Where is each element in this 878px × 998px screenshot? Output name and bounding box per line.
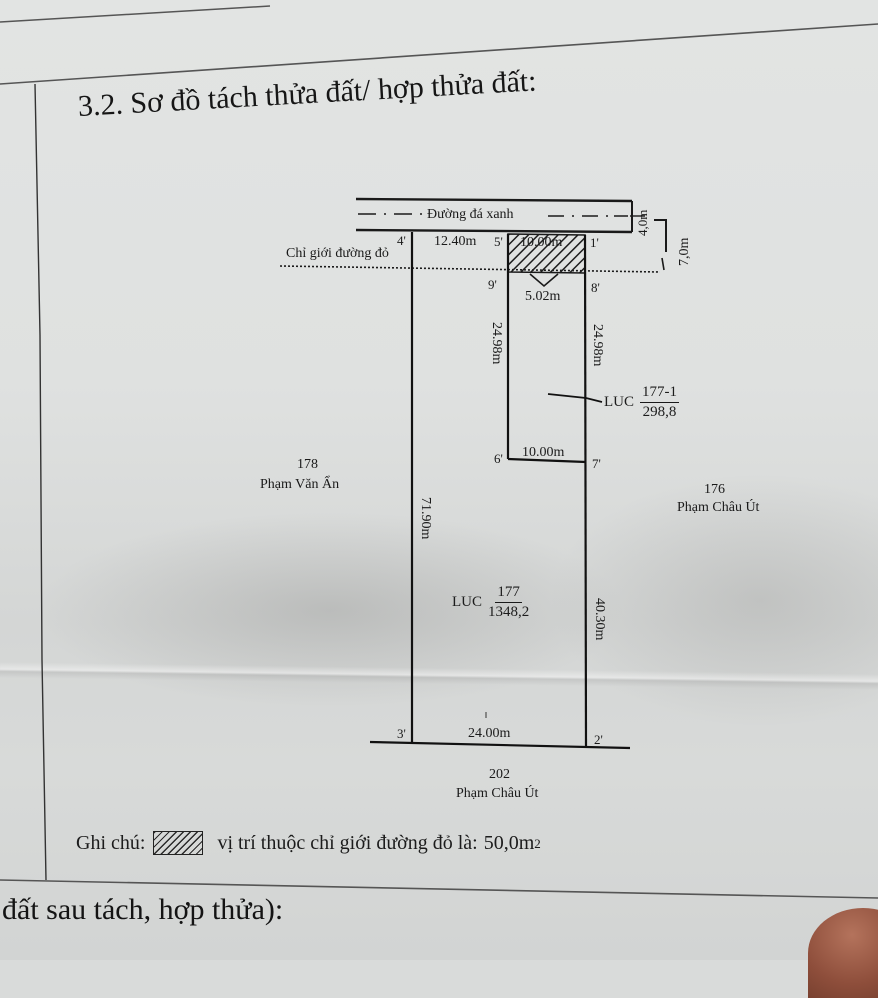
point-7-label: 7' <box>592 456 601 471</box>
hatch-swatch-icon <box>153 831 204 855</box>
neighbor-east-owner: Phạm Châu Út <box>677 500 760 515</box>
dim-5-1: 10.00m <box>520 235 563 250</box>
frame-line-left <box>34 83 47 881</box>
road-name-label: Đường đá xanh <box>427 207 514 222</box>
frame-line-top-left <box>0 5 271 23</box>
road-width-label: 4,0m <box>635 209 650 236</box>
parcel-area: 298,8 <box>642 404 677 420</box>
neighbor-west-owner: Phạm Văn Ẩn <box>260 477 340 492</box>
neighbor-west-number: 178 <box>297 457 318 472</box>
point-5-label: 5' <box>494 234 503 249</box>
land-type: LUC <box>604 394 634 410</box>
boundary-1-2 <box>583 234 588 749</box>
legend-area-exponent: 2 <box>534 835 541 851</box>
point-3-label: 3' <box>397 726 406 741</box>
boundary-3-2 <box>369 740 631 750</box>
point-2-label: 2' <box>594 732 603 747</box>
legend-description: vị trí thuộc chỉ giới đường đỏ là: <box>217 832 478 854</box>
neighbor-south-number: 202 <box>489 767 510 782</box>
parcel-177-label: LUC 177 1348,2 <box>452 584 529 621</box>
point-4-label: 4' <box>397 233 406 248</box>
land-type: LUC <box>452 594 482 610</box>
legend-area: 50,0m <box>483 832 535 854</box>
point-9-label: 9' <box>488 277 497 292</box>
footer-text: đất sau tách, hợp thửa): <box>2 893 284 926</box>
dim-9-6: 24.98m <box>489 322 504 365</box>
parcel-area: 1348,2 <box>488 604 530 620</box>
dim-4-5: 12.40m <box>434 234 477 249</box>
setback-width-label: 7,0m <box>677 237 692 266</box>
dim-3-2: 24.00m <box>468 726 511 741</box>
red-boundary-label: Chỉ giới đường đỏ <box>286 246 389 261</box>
frame-line-bottom <box>0 879 878 899</box>
legend-label: Ghi chú: <box>76 832 146 854</box>
point-8-label: 8' <box>591 280 600 295</box>
dim-7-2: 40.30m <box>592 598 607 641</box>
dim-8-7: 24.98m <box>590 324 605 367</box>
frame-line-top <box>0 23 878 85</box>
neighbor-south-owner: Phạm Châu Út <box>456 786 539 801</box>
dim-4-3: 71.90m <box>418 497 433 540</box>
dim-6-7: 10.00m <box>522 445 565 460</box>
boundary-6-7 <box>507 457 587 464</box>
neighbor-east-number: 176 <box>704 482 725 497</box>
point-1-label: 1' <box>590 235 599 250</box>
paper-background <box>0 0 878 960</box>
parcel-number: 177-1 <box>640 384 679 403</box>
dim-9-8: 5.02m <box>525 289 561 304</box>
parcel-diagram <box>0 5 878 899</box>
parcel-number: 177 <box>495 584 522 603</box>
legend-note: Ghi chú: vị trí thuộc chỉ giới đường đỏ … <box>76 831 541 855</box>
parcel-177-1-label: LUC 177-1 298,8 <box>604 384 679 421</box>
point-6-label: 6' <box>494 451 503 466</box>
